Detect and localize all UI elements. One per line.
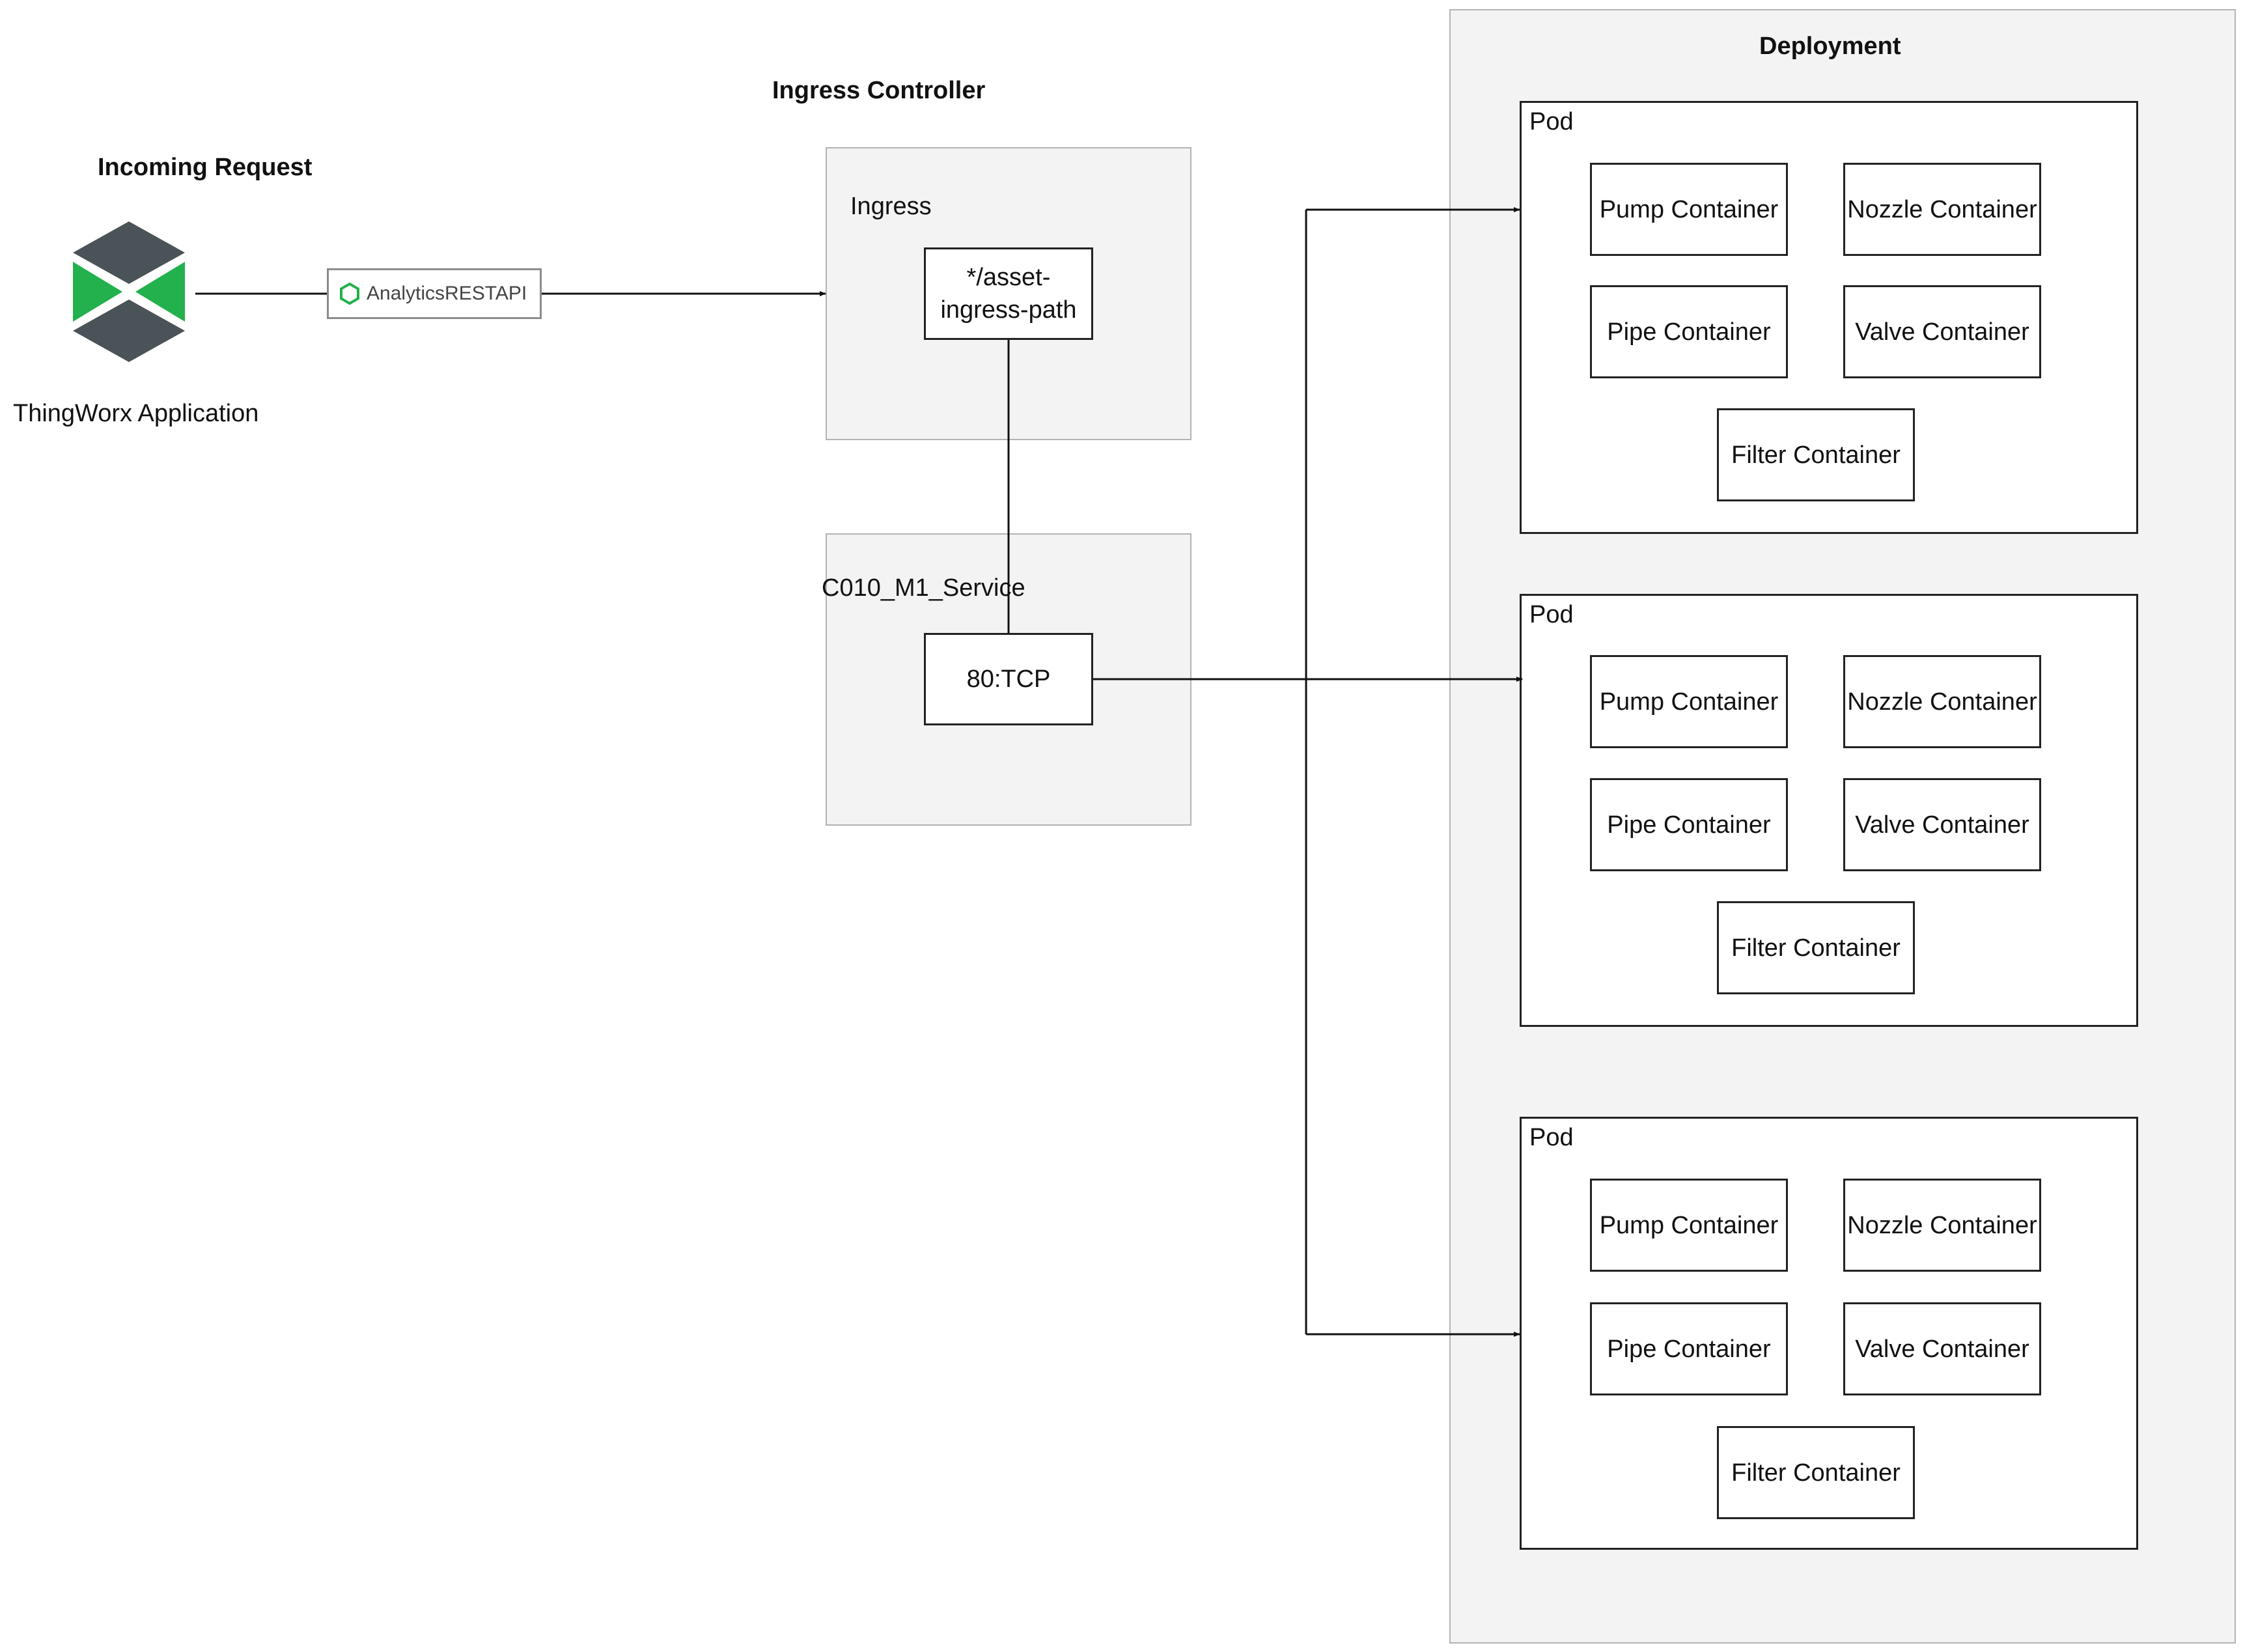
pipe-container: Pipe Container	[1590, 778, 1788, 871]
pipe-container: Pipe Container	[1590, 1302, 1788, 1395]
ingress-path-line1: */asset-	[966, 264, 1051, 291]
nozzle-container: Nozzle Container	[1843, 163, 2041, 256]
valve-container: Valve Container	[1843, 778, 2041, 871]
thingworx-application-label: ThingWorx Application	[13, 400, 259, 427]
analytics-rest-api-tag: AnalyticsRESTAPI	[327, 268, 542, 319]
incoming-request-heading: Incoming Request	[98, 154, 313, 181]
deployment-heading: Deployment	[1759, 33, 1901, 60]
nozzle-container: Nozzle Container	[1843, 1179, 2041, 1272]
ingress-path-line2: ingress-path	[940, 296, 1077, 324]
ingress-controller-heading: Ingress Controller	[772, 77, 986, 104]
pod-label: Pod	[1529, 108, 1574, 135]
pump-container: Pump Container	[1590, 655, 1788, 748]
pod-label: Pod	[1529, 1124, 1574, 1151]
valve-container: Valve Container	[1843, 1302, 2041, 1395]
service-label: C010_M1_Service	[822, 574, 1025, 602]
pipe-container: Pipe Container	[1590, 285, 1788, 378]
pod-label: Pod	[1529, 601, 1574, 628]
ingress-path-box: */asset- ingress-path	[924, 247, 1093, 340]
hexagon-icon	[340, 282, 359, 305]
ingress-label: Ingress	[850, 193, 932, 220]
service-port-box: 80:TCP	[924, 633, 1093, 725]
filter-container: Filter Container	[1717, 901, 1915, 994]
pump-container: Pump Container	[1590, 163, 1788, 256]
valve-container: Valve Container	[1843, 285, 2041, 378]
filter-container: Filter Container	[1717, 1426, 1915, 1519]
nozzle-container: Nozzle Container	[1843, 655, 2041, 748]
thingworx-logo-icon	[73, 221, 185, 362]
filter-container: Filter Container	[1717, 408, 1915, 501]
pump-container: Pump Container	[1590, 1179, 1788, 1272]
api-tag-label: AnalyticsRESTAPI	[367, 283, 527, 304]
